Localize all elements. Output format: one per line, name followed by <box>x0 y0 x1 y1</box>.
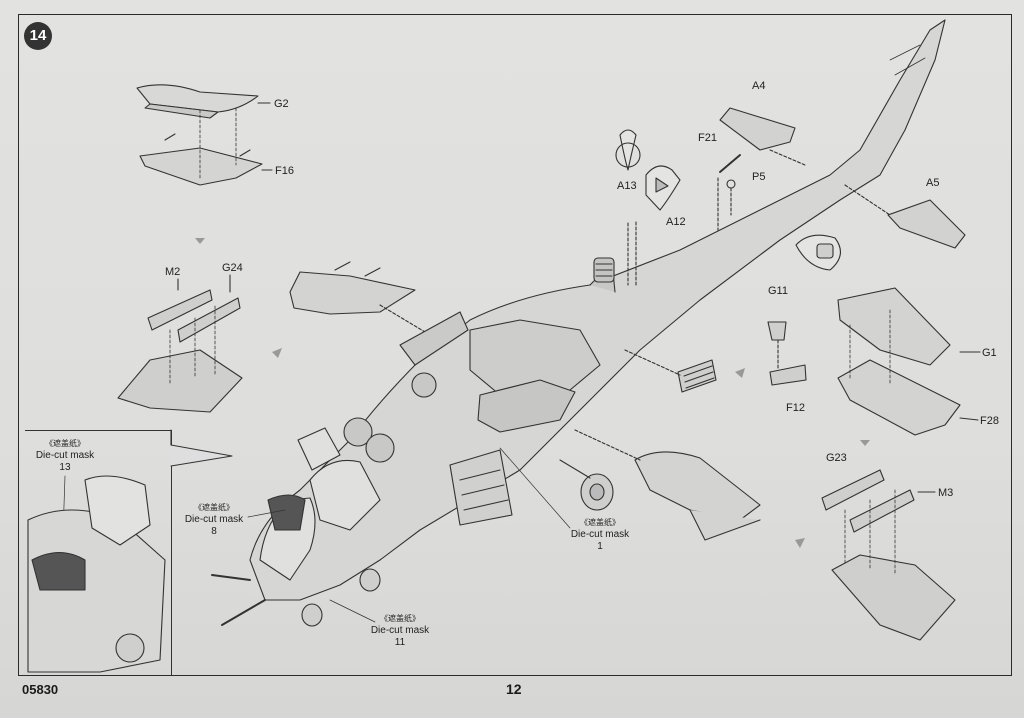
inset-cockpit-drawing <box>27 475 166 673</box>
label-m2: M2 <box>165 266 181 278</box>
label-p5: P5 <box>752 171 766 183</box>
label-a4: A4 <box>752 80 766 92</box>
label-g23: G23 <box>826 452 847 464</box>
label-g11: G11 <box>768 285 788 297</box>
label-f12: F12 <box>786 402 805 414</box>
part-right-wing-stub <box>634 451 761 541</box>
catalog-number: 05830 <box>22 682 59 697</box>
page-border <box>18 14 1012 676</box>
label-g1: G1 <box>982 347 997 359</box>
main-landing-gear <box>301 473 614 627</box>
part-a5-stabilizer <box>887 199 966 249</box>
label-g24: G24 <box>222 262 243 274</box>
label-f28: F28 <box>980 415 999 427</box>
page-number: 12 <box>506 681 522 697</box>
label-g2: G2 <box>274 98 289 110</box>
part-m2-g24-pylon <box>117 289 243 413</box>
label-a13: A13 <box>617 180 637 192</box>
label-m3: M3 <box>938 487 954 499</box>
engine-intake-right <box>365 433 395 463</box>
helicopter-fuselage <box>249 19 946 601</box>
part-f16-wing-bottom <box>139 133 263 186</box>
mask-callout-1: 《遮盖纸》 Die-cut mask 1 <box>570 518 630 552</box>
part-g1-f28-right-wing <box>837 287 961 436</box>
exhaust-grille-part <box>677 359 717 393</box>
label-a12: A12 <box>666 216 686 228</box>
part-g11-f12 <box>767 321 807 386</box>
label-f21: F21 <box>698 132 717 144</box>
mask-callout-8: 《遮盖纸》 Die-cut mask 8 <box>184 503 244 537</box>
mask-callout-11: 《遮盖纸》 Die-cut mask 11 <box>370 614 430 648</box>
part-a4-stabilizer <box>719 107 796 151</box>
side-door-step <box>449 449 513 526</box>
engine-intake-left <box>343 417 373 447</box>
cockpit-detail-inset <box>25 430 172 675</box>
part-left-wing-stub <box>289 261 416 315</box>
label-a5: A5 <box>926 177 940 189</box>
label-f16: F16 <box>275 165 294 177</box>
part-g23-m3-pylon <box>821 469 956 641</box>
mask-callout-13: 《遮盖纸》 Die-cut mask 13 <box>35 439 95 473</box>
step-number-badge: 14 <box>24 22 52 50</box>
mask-area-8 <box>267 494 306 531</box>
part-g2-wing-top <box>136 84 259 119</box>
rotor-hub <box>593 257 615 283</box>
